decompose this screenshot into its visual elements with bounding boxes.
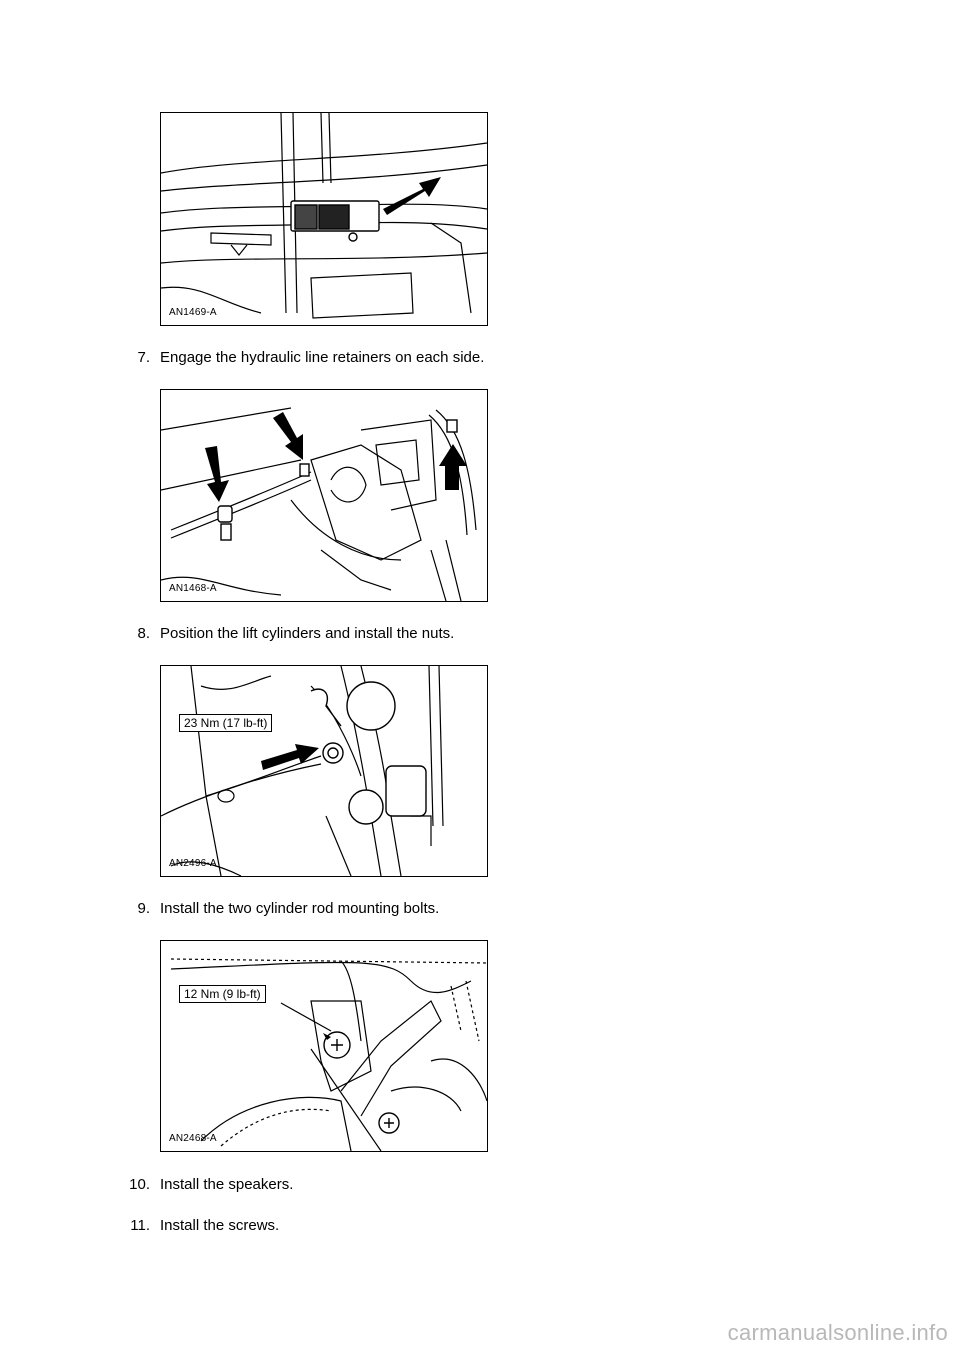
callout-arrow	[205, 446, 229, 502]
figure-code: AN2496-A	[169, 858, 217, 869]
step-text: Install the screws.	[160, 1217, 280, 1234]
watermark: carmanualsonline.info	[727, 1320, 948, 1345]
figure-code: AN1469-A	[169, 307, 217, 318]
step-8: 8. Position the lift cylinders and insta…	[137, 625, 455, 643]
step-text: Position the lift cylinders and install …	[160, 625, 455, 642]
torque-spec-label: 12 Nm (9 lb-ft)	[179, 985, 266, 1003]
callout-arrow	[261, 744, 319, 770]
figure-code: AN2468-A	[169, 1133, 217, 1144]
step-7: 7. Engage the hydraulic line retainers o…	[137, 349, 485, 367]
step-number: 7.	[137, 349, 150, 366]
hydraulic-connector-drawing	[161, 113, 487, 319]
step-number: 11.	[130, 1217, 150, 1234]
step-11: 11. Install the screws.	[130, 1217, 280, 1235]
step-number: 9.	[137, 900, 150, 917]
step-9: 9. Install the two cylinder rod mounting…	[137, 900, 440, 918]
line-retainers-drawing	[161, 407, 477, 601]
illustration-an1468: AN1468-A	[160, 389, 488, 602]
step-text: Install the two cylinder rod mounting bo…	[160, 900, 440, 917]
step-number: 8.	[137, 625, 150, 642]
step-text: Engage the hydraulic line retainers on e…	[160, 349, 485, 366]
figure-code: AN1468-A	[169, 583, 217, 594]
lift-cylinder-drawing	[161, 666, 444, 876]
step-number: 10.	[129, 1176, 150, 1193]
torque-spec-label: 23 Nm (17 lb-ft)	[179, 714, 273, 732]
step-10: 10. Install the speakers.	[129, 1176, 294, 1194]
illustration-an1469: AN1469-A	[160, 112, 488, 326]
step-text: Install the speakers.	[160, 1176, 294, 1193]
mounting-bolt-drawing	[170, 958, 487, 1151]
callout-arrow	[439, 444, 467, 490]
illustration-an2468: 12 Nm (9 lb-ft) AN2468-A	[160, 940, 488, 1152]
illustration-an2496: 23 Nm (17 lb-ft) AN2496-A	[160, 665, 488, 877]
callout-arrow	[383, 177, 441, 215]
callout-arrow	[273, 412, 303, 460]
